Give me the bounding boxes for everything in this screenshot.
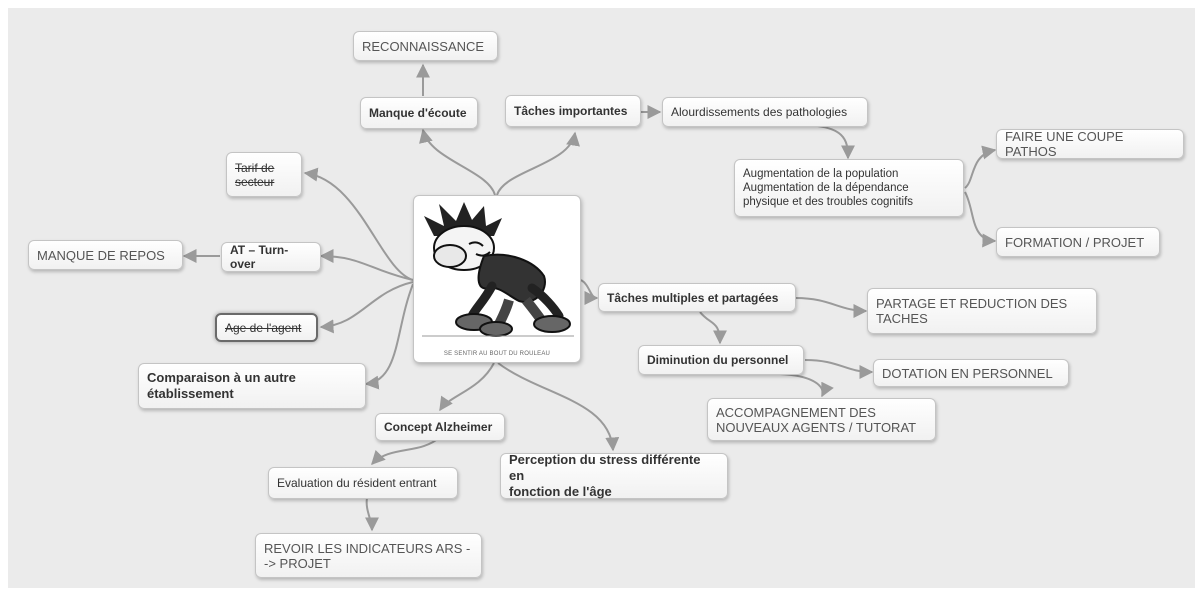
node-label: Comparaison à un autre établissement	[147, 370, 296, 401]
node-manque-repos[interactable]: MANQUE DE REPOS	[28, 240, 183, 270]
link-augmentation-to-formation	[964, 191, 997, 248]
node-label: REVOIR LES INDICATEURS ARS - -> PROJET	[264, 540, 471, 571]
node-accompagnement[interactable]: ACCOMPAGNEMENT DES NOUVEAUX AGENTS / TUT…	[707, 398, 936, 441]
link-multiples-to-partage	[795, 297, 868, 318]
node-evaluation-resident[interactable]: Evaluation du résident entrant	[268, 467, 458, 499]
node-at-turnover[interactable]: AT – Turn-over	[221, 242, 321, 272]
node-label: Diminution du personnel	[647, 353, 789, 367]
link-augmentation-to-faire-coupe	[964, 145, 997, 189]
node-label: Concept Alzheimer	[384, 420, 493, 434]
node-label: FAIRE UNE COUPE PATHOS	[1005, 129, 1124, 159]
link-to-taches-importantes	[496, 131, 580, 196]
link-to-manque-ecoute	[419, 128, 496, 196]
node-label: ACCOMPAGNEMENT DES NOUVEAUX AGENTS / TUT…	[716, 404, 917, 435]
link-to-perception	[497, 362, 620, 452]
node-taches-importantes[interactable]: Tâches importantes	[505, 95, 641, 127]
node-manque-ecoute[interactable]: Manque d'écoute	[360, 97, 478, 129]
node-label: Augmentation de la population Augmentati…	[743, 168, 914, 208]
node-alourdissements[interactable]: Alourdissements des pathologies	[662, 97, 868, 127]
link-evaluation-to-revoir	[364, 497, 379, 532]
node-label: Age de l'agent	[225, 320, 302, 335]
link-to-taches-multiples	[580, 279, 599, 305]
cartoon-character-icon	[420, 202, 576, 338]
node-label: DOTATION EN PERSONNEL	[882, 365, 1053, 381]
link-to-tarif	[303, 167, 414, 281]
node-label: Tâches multiples et partagées	[607, 290, 779, 305]
link-alourdissements-to-augmentation	[799, 124, 855, 160]
node-label: Tarif de secteur	[235, 160, 275, 189]
node-label: FORMATION / PROJET	[1005, 234, 1145, 250]
node-dotation-personnel[interactable]: DOTATION EN PERSONNEL	[873, 359, 1069, 387]
link-to-concept-alzheimer	[439, 362, 495, 412]
link-to-at-turnover	[319, 249, 414, 281]
node-formation-projet[interactable]: FORMATION / PROJET	[996, 227, 1160, 257]
node-label: MANQUE DE REPOS	[37, 247, 165, 263]
central-caption: SE SENTIR AU BOUT DU ROULEAU	[443, 351, 551, 357]
link-alzheimer-to-evaluation	[371, 436, 441, 466]
link-to-age-agent	[319, 281, 414, 334]
node-label: Alourdissements des pathologies	[671, 105, 848, 119]
node-perception-stress[interactable]: Perception du stress différente en fonct…	[500, 452, 728, 499]
node-label: AT – Turn-over	[230, 243, 289, 271]
link-diminution-to-accompagnement	[779, 373, 834, 398]
node-concept-alzheimer[interactable]: Concept Alzheimer	[375, 413, 505, 441]
node-diminution-personnel[interactable]: Diminution du personnel	[638, 345, 804, 375]
node-faire-coupe-pathos[interactable]: FAIRE UNE COUPE PATHOS	[996, 129, 1184, 159]
link-to-comparaison	[364, 283, 414, 390]
central-topic[interactable]: SE SENTIR AU BOUT DU ROULEAU	[413, 195, 581, 363]
node-age-agent[interactable]: Age de l'agent	[215, 313, 318, 342]
node-label: Manque d'écoute	[369, 106, 467, 120]
node-reconnaissance[interactable]: RECONNAISSANCE	[353, 31, 498, 61]
link-diminution-to-dotation	[804, 359, 874, 379]
node-comparaison[interactable]: Comparaison à un autre établissement	[138, 363, 366, 409]
node-partage-reduction[interactable]: PARTAGE ET REDUCTION DES TACHES	[867, 288, 1097, 334]
node-label: PARTAGE ET REDUCTION DES TACHES	[876, 296, 1068, 326]
node-augmentation[interactable]: Augmentation de la population Augmentati…	[734, 159, 964, 217]
node-tarif-secteur[interactable]: Tarif de secteur	[226, 152, 302, 197]
link-multiples-to-diminution	[699, 311, 727, 345]
node-revoir-indicateurs[interactable]: REVOIR LES INDICATEURS ARS - -> PROJET	[255, 533, 482, 578]
node-label: Evaluation du résident entrant	[277, 476, 437, 490]
node-taches-multiples[interactable]: Tâches multiples et partagées	[598, 283, 796, 312]
node-label: RECONNAISSANCE	[362, 38, 485, 54]
node-label: Perception du stress différente en fonct…	[509, 452, 701, 499]
node-label: Tâches importantes	[514, 104, 628, 118]
